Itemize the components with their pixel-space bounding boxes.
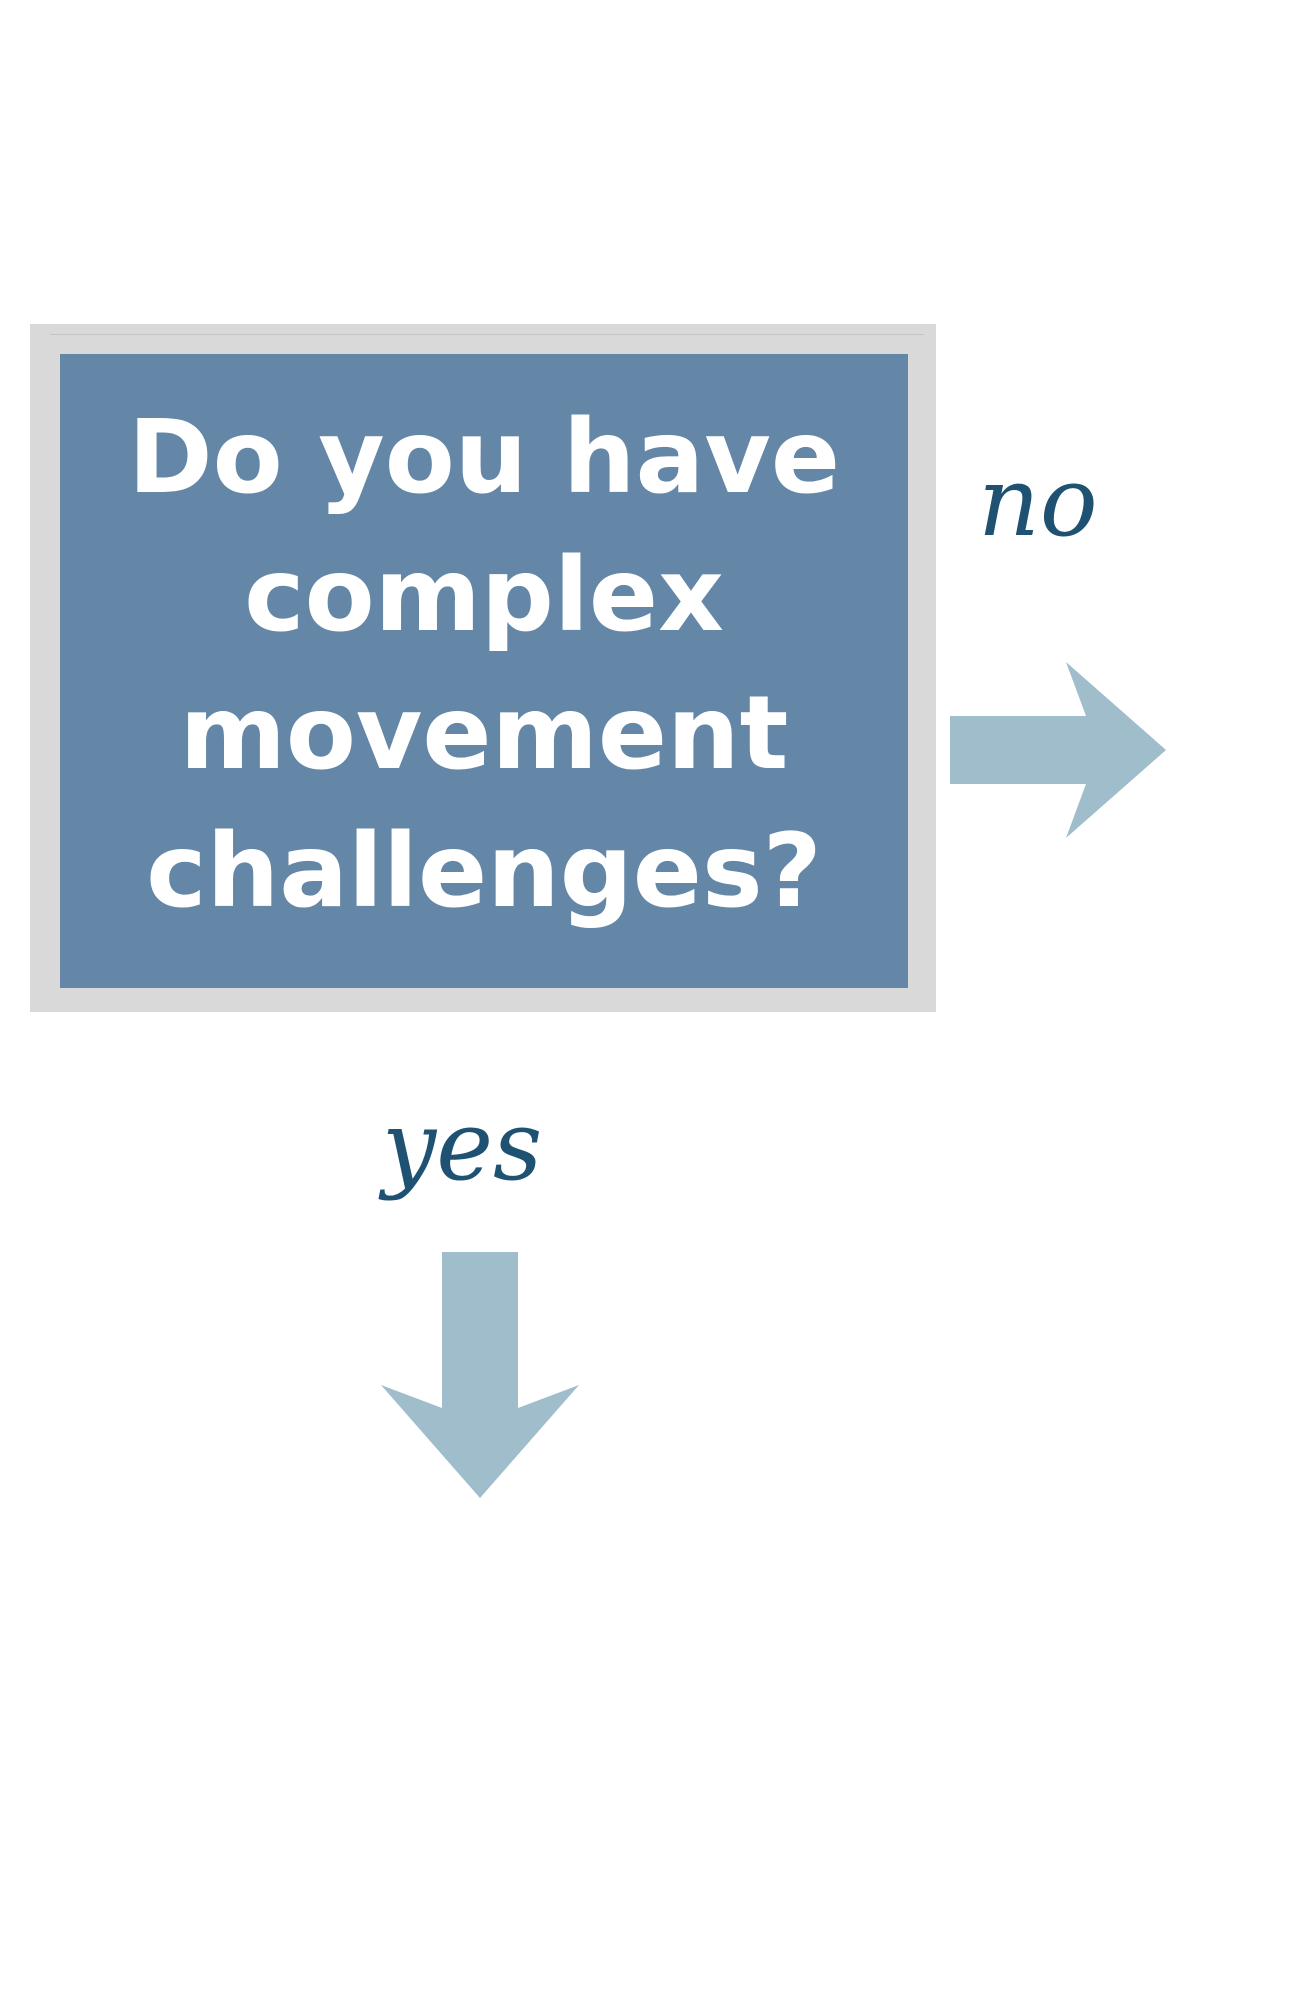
- no-arrow: [950, 662, 1166, 838]
- question-box: Do you have complex movement challenges?: [60, 354, 908, 988]
- yes-label: yes: [382, 1090, 543, 1202]
- question-text: Do you have complex movement challenges?: [127, 398, 841, 931]
- no-arrow-shape: [950, 662, 1166, 838]
- yes-arrow: [381, 1252, 579, 1498]
- no-label: no: [978, 446, 1098, 558]
- yes-arrow-shape: [381, 1252, 579, 1498]
